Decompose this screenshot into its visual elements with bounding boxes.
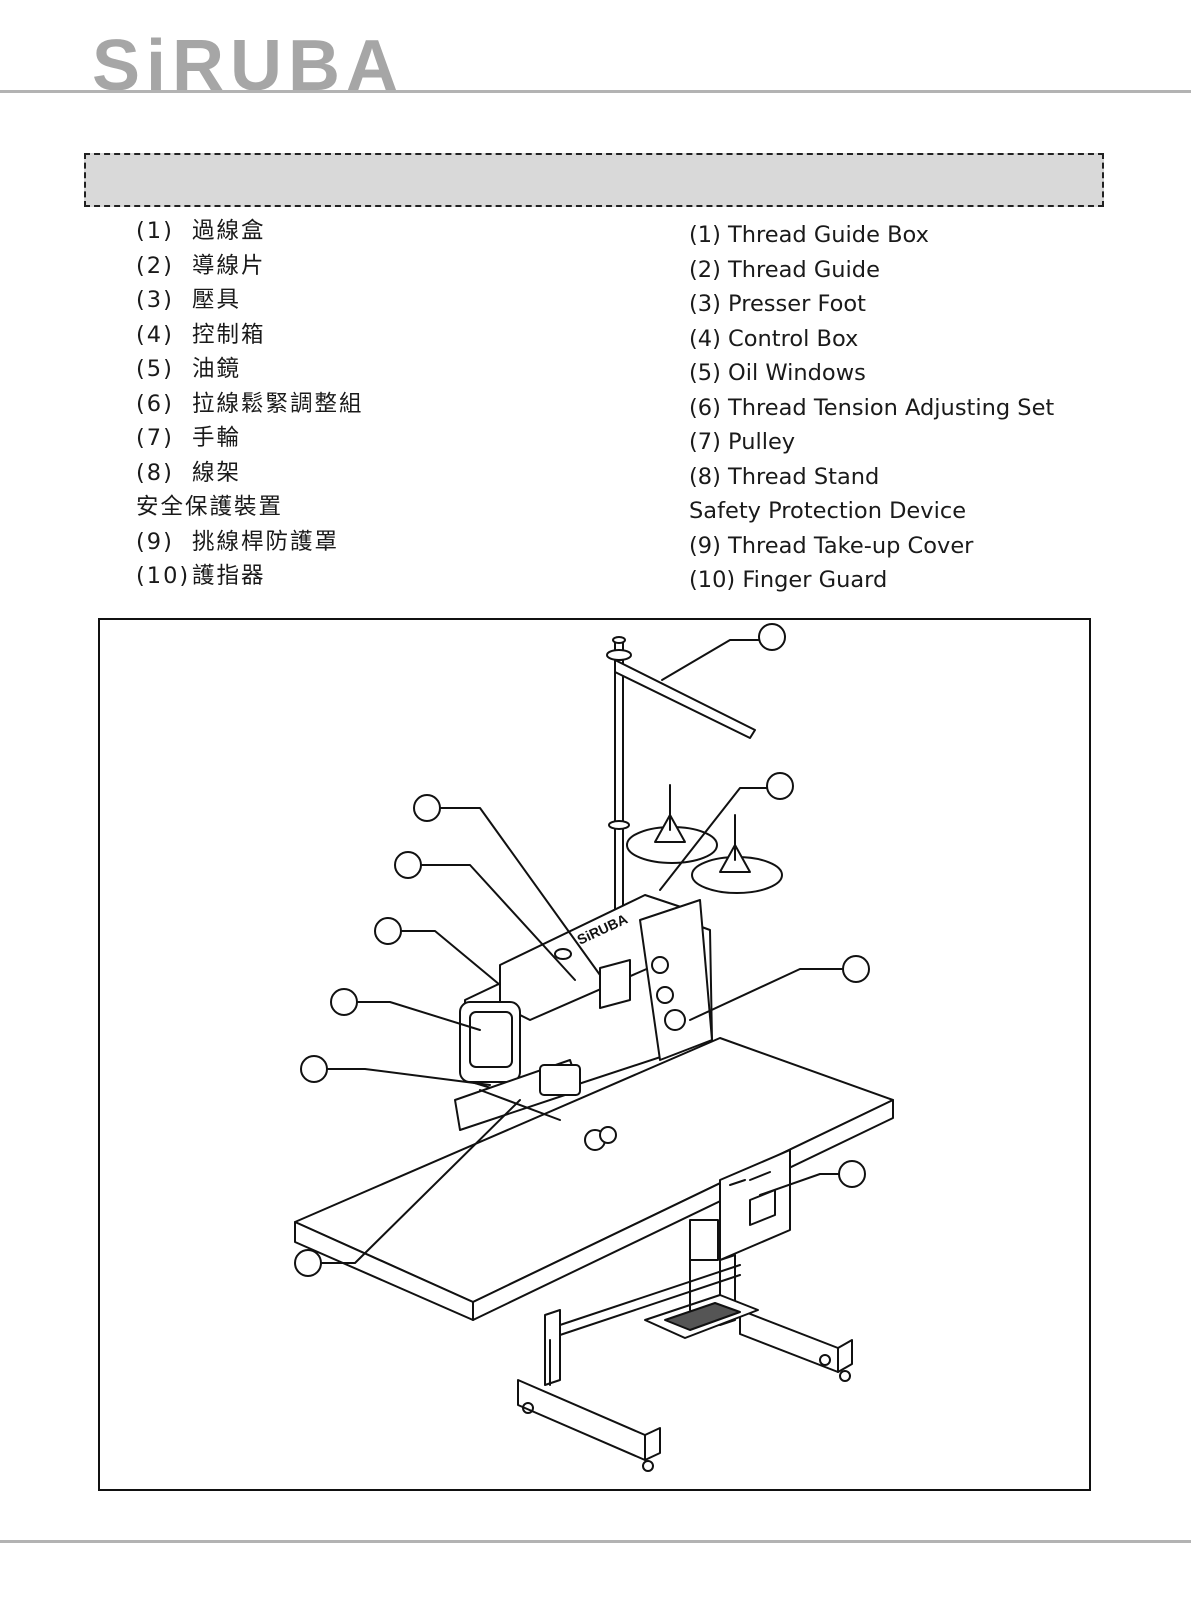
list-item: (1)過線盒	[136, 218, 266, 244]
list-item: (9)挑線桿防護罩	[136, 528, 340, 555]
list-item: (7) Pulley	[689, 429, 796, 455]
list-item: (8) Thread Stand	[689, 463, 880, 490]
list-item: (10)護指器	[136, 563, 266, 589]
list-item: (3) Presser Foot	[689, 291, 866, 317]
svg-text:SiRUBA: SiRUBA	[92, 30, 404, 100]
callout-markers	[294, 623, 870, 1277]
list-item: (5)油鏡	[136, 356, 242, 382]
control-box-drawing	[689, 1149, 791, 1261]
header-rule	[0, 90, 1191, 93]
siruba-logo: SiRUBA	[92, 30, 404, 100]
list-item-safety-heading: 安全保護裝置	[136, 494, 284, 520]
list-item: (10) Finger Guard	[689, 567, 888, 593]
list-item: (2)導線片	[136, 252, 266, 279]
foot-pedal	[644, 1239, 759, 1339]
section-heading-band	[84, 153, 1104, 207]
table-stand	[517, 1254, 853, 1472]
list-item: (2) Thread Guide	[689, 256, 880, 283]
list-item: (1) Thread Guide Box	[689, 222, 929, 248]
footer-rule	[0, 1540, 1191, 1543]
list-item: (5) Oil Windows	[689, 360, 866, 386]
parts-list-english: (1) Thread Guide Box (2) Thread Guide (3…	[689, 218, 1054, 598]
parts-list-chinese: (1)過線盒 (2)導線片 (3)壓具 (4)控制箱 (5)油鏡 (6)拉線鬆緊…	[136, 214, 364, 594]
list-item-safety-heading: Safety Protection Device	[689, 498, 967, 524]
list-item: (6) Thread Tension Adjusting Set	[689, 394, 1055, 421]
list-item: (7)手輪	[136, 425, 242, 451]
list-item: (3)壓具	[136, 287, 242, 313]
machine-illustration-frame: SiRUBA	[98, 618, 1091, 1491]
list-item: (8)線架	[136, 459, 242, 486]
sewing-machine-body: SiRUBA	[454, 894, 713, 1151]
list-item: (6)拉線鬆緊調整組	[136, 390, 364, 417]
thread-stand-drawing	[606, 636, 783, 951]
list-item: (4) Control Box	[689, 325, 859, 352]
list-item: (4)控制箱	[136, 321, 266, 348]
sewing-machine-illustration: SiRUBA	[294, 623, 894, 1472]
list-item: (9) Thread Take-up Cover	[689, 532, 974, 559]
